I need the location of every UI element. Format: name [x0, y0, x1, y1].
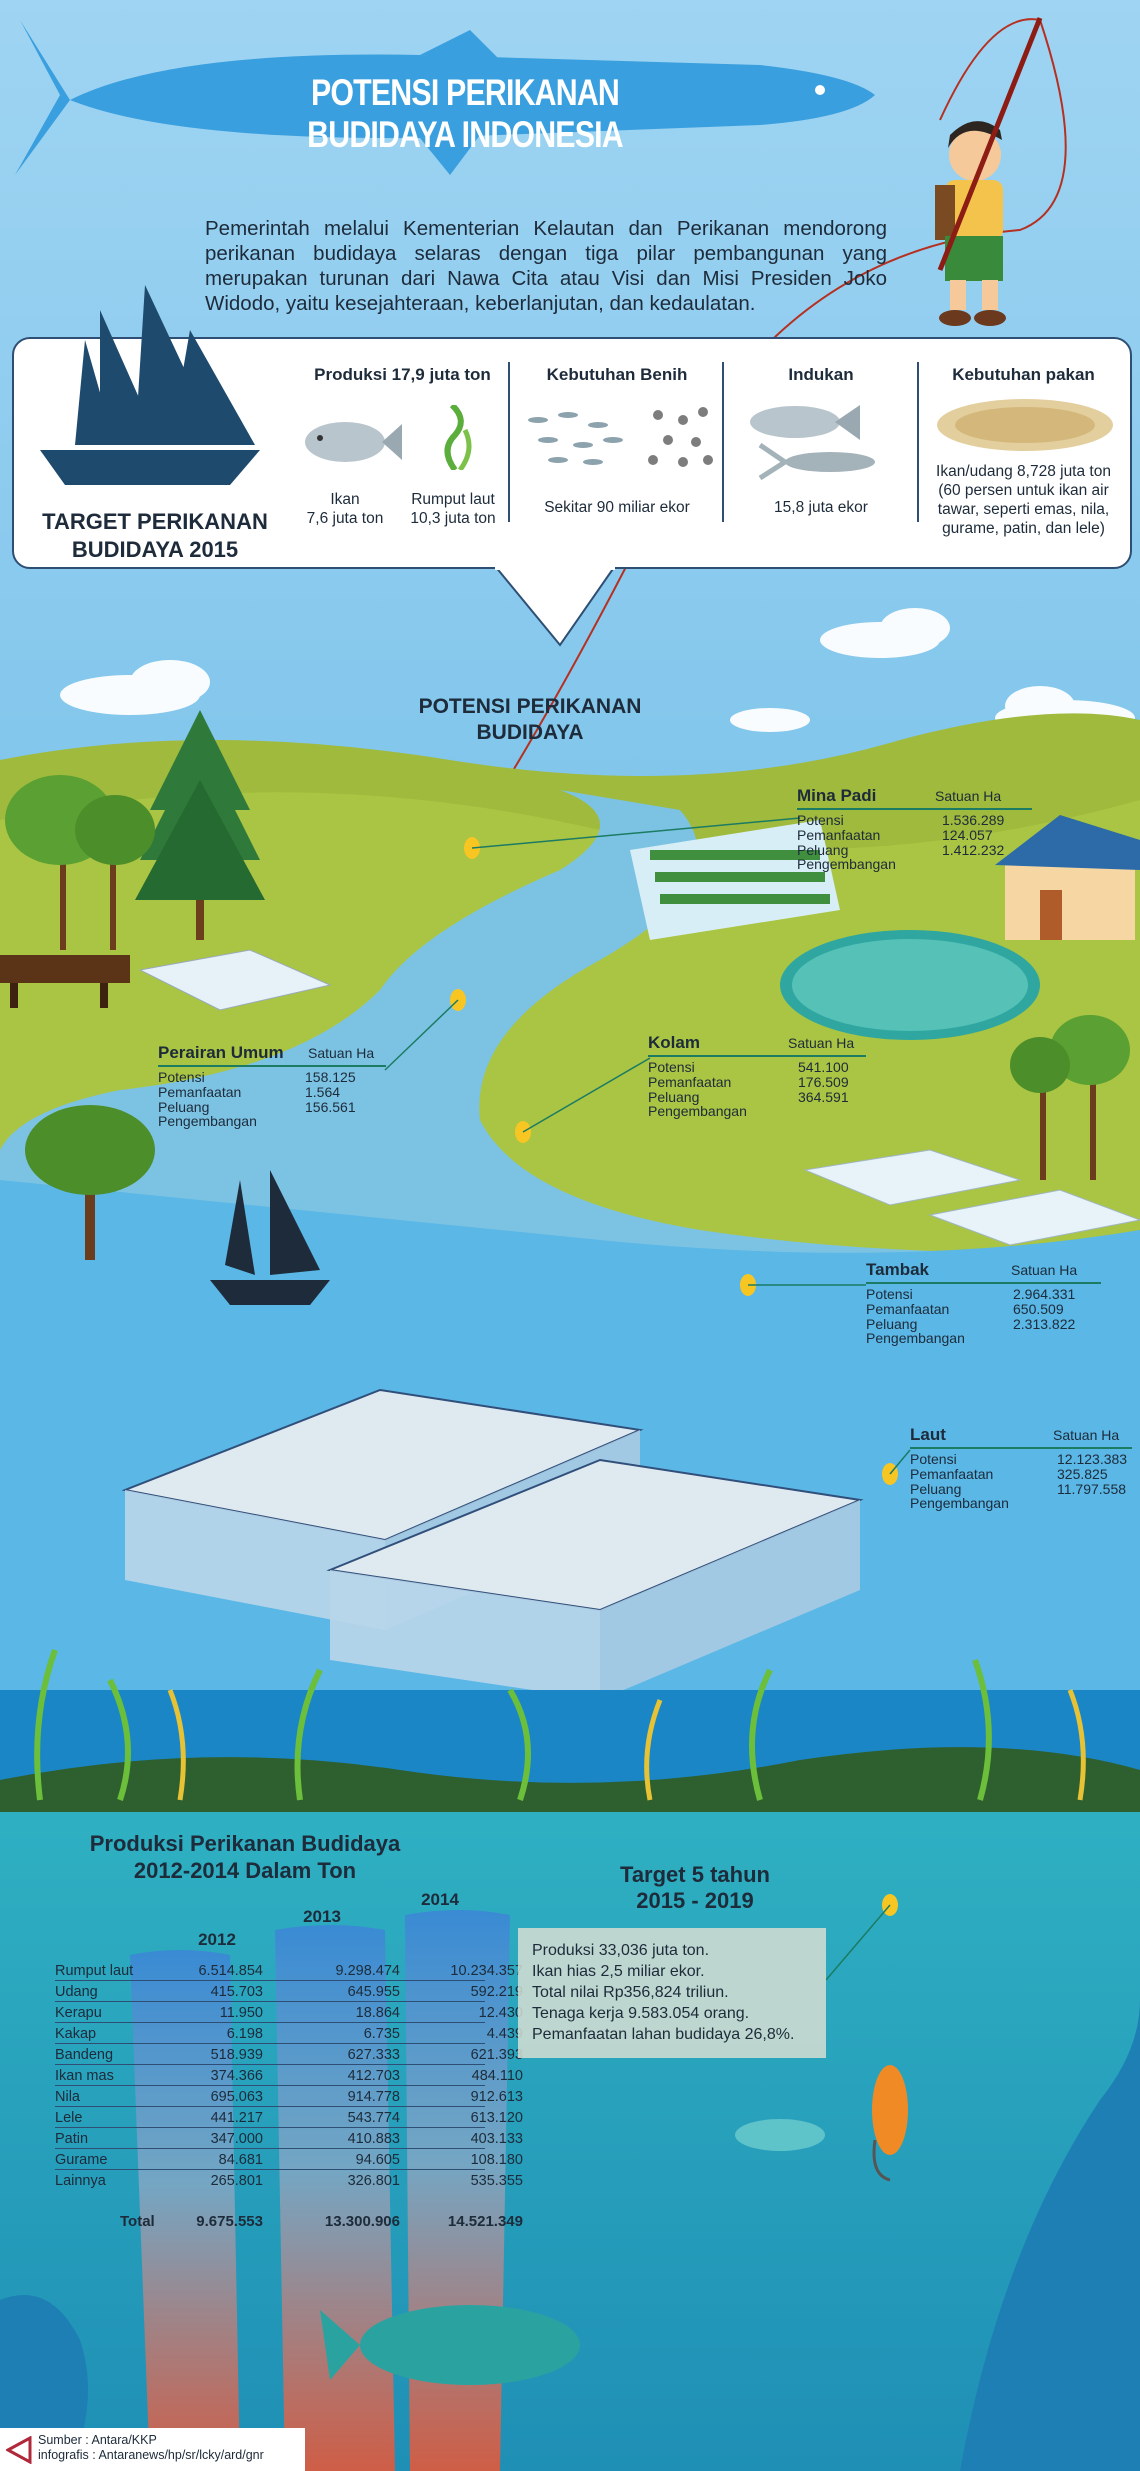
feed-pellets-icon	[937, 399, 1113, 451]
rice-field	[630, 820, 840, 940]
produksi-heading: Produksi 17,9 juta ton	[314, 365, 491, 384]
year-header: 2014	[421, 1890, 459, 1909]
seaweed-icon	[444, 405, 472, 470]
trees	[5, 710, 1130, 1260]
rumput-laut-target: Rumput laut 10,3 juta ton	[410, 491, 496, 527]
sailing-ship-icon	[40, 285, 260, 485]
antara-logo-icon	[6, 2436, 32, 2464]
sea-plants	[0, 2000, 1140, 2471]
ikan-target: Ikan 7,6 juta ton	[306, 491, 384, 527]
sailing-boat-river	[210, 1170, 330, 1305]
fry-icon	[528, 407, 713, 467]
broodstock-icon	[750, 405, 875, 481]
benih-heading: Kebutuhan Benih	[546, 365, 688, 384]
target-5-tahun-title: Target 5 tahun 2015 - 2019	[620, 1862, 770, 1913]
pakan-value: Ikan/udang 8,728 juta ton (60 persen unt…	[936, 463, 1111, 537]
source-credit: Sumber : Antara/KKP infografis : Antaran…	[0, 2428, 305, 2471]
year-header: 2012	[198, 1930, 236, 1949]
fish-icon	[305, 422, 402, 462]
page-title: POTENSI PERIKANAN BUDIDAYA INDONESIA	[307, 72, 624, 155]
mina-padi-stats: Mina Padi Satuan Ha Potensi Pemanfaatan …	[797, 786, 1037, 876]
fisherman	[935, 17, 1043, 326]
sea-cages	[121, 1388, 864, 1700]
banner-fish	[15, 20, 875, 175]
potensi-section-title: POTENSI PERIKANAN BUDIDAYA	[418, 695, 642, 744]
kolam-stats: Kolam Satuan Ha Potensi Pemanfaatan Pelu…	[648, 1033, 868, 1123]
year-header: 2013	[303, 1907, 341, 1926]
column-divider	[917, 362, 919, 522]
perairan-umum-stats: Perairan Umum Satuan Ha Potensi Pemanfaa…	[158, 1043, 388, 1133]
tambak-stats: Tambak Satuan Ha Potensi Pemanfaatan Pel…	[866, 1260, 1106, 1350]
benih-value: Sekitar 90 miliar ekor	[544, 499, 690, 516]
column-divider	[508, 362, 510, 522]
produksi-table-title: Produksi Perikanan Budidaya 2012-2014 Da…	[89, 1831, 401, 1883]
dock	[0, 955, 130, 1008]
laut-stats: Laut Satuan Ha Potensi Pemanfaatan Pelua…	[910, 1425, 1136, 1515]
indukan-heading: Indukan	[788, 365, 854, 384]
fishing-lure	[872, 2065, 908, 2182]
house	[995, 815, 1140, 940]
pakan-heading: Kebutuhan pakan	[952, 365, 1095, 384]
indukan-value: 15,8 juta ekor	[774, 499, 868, 516]
target-title: TARGET PERIKANAN BUDIDAYA 2015	[42, 509, 268, 562]
target-5-tahun-box: Produksi 33,036 juta ton. Ikan hias 2,5 …	[518, 1928, 826, 2058]
column-divider	[722, 362, 724, 522]
target-box-tail-mask	[495, 566, 615, 570]
intro-paragraph: Pemerintah melalui Kementerian Kelautan …	[205, 217, 887, 315]
